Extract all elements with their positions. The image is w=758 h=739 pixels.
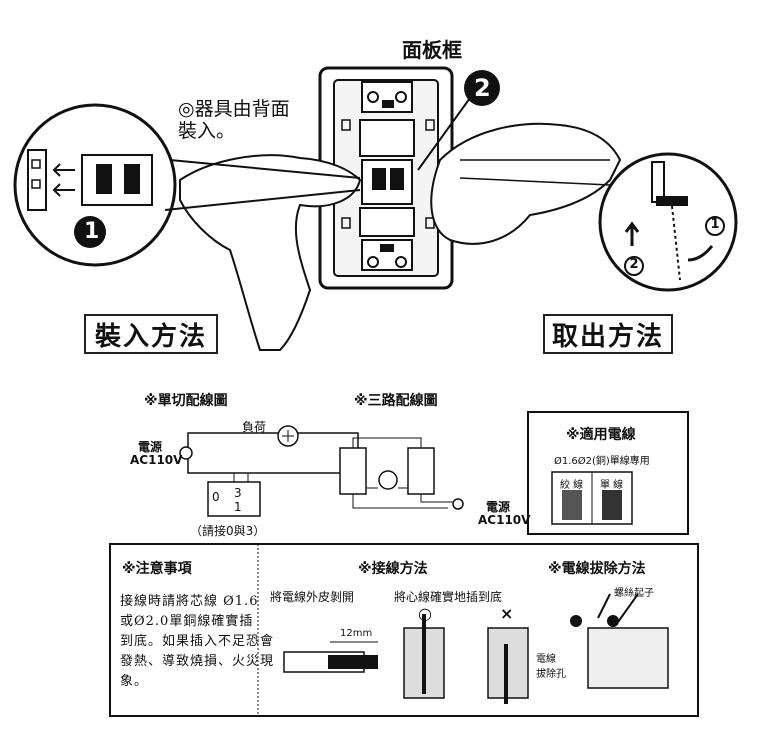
solid-wire-swatch bbox=[602, 490, 622, 520]
right-hand bbox=[430, 122, 622, 245]
wire-spec: Ø1.6Ø2(銅)單線專用 bbox=[554, 456, 650, 467]
terminal-0: 0 bbox=[212, 490, 220, 504]
marker-2: 2 bbox=[474, 74, 491, 102]
notes-body: 接線時請將芯線 Ø1.6 或Ø2.0單銅線確實插 到底。如果插入不足恐會 發熱、… bbox=[120, 594, 275, 689]
three-way-diagram bbox=[339, 437, 464, 510]
ac-voltage: AC110V bbox=[130, 453, 183, 467]
ng-mark: × bbox=[500, 604, 514, 623]
load-label: 負荷 bbox=[242, 420, 267, 434]
screwdriver-label: 螺絲起子 bbox=[614, 588, 654, 599]
stranded-wire-swatch bbox=[562, 490, 582, 520]
inset-marker-2: 2 bbox=[629, 257, 639, 272]
step-1-label: 將電線外皮剝開 bbox=[270, 590, 355, 604]
single-switch-title: ※單切配線圖 bbox=[144, 393, 228, 409]
three-way-ac-voltage: AC110V bbox=[478, 513, 531, 527]
notes-title: ※注意事項 bbox=[122, 561, 192, 577]
top-illustration bbox=[13, 66, 738, 351]
marker-2-badge bbox=[464, 70, 500, 106]
install-method-label: 裝入方法 bbox=[84, 314, 218, 354]
wire-type-stranded: 絞 線 bbox=[560, 480, 584, 491]
panel-frame-label: 面板框 bbox=[402, 38, 462, 62]
stripped-core bbox=[328, 655, 378, 669]
terminal-1: 1 bbox=[234, 500, 242, 514]
three-way-title: ※三路配線圖 bbox=[354, 393, 438, 409]
step-2-label: 將心線確實地插到底 bbox=[394, 590, 503, 604]
remove-inset bbox=[459, 152, 738, 292]
wire-type-solid: 單 線 bbox=[600, 480, 624, 491]
connect-note: （請接0與3） bbox=[190, 524, 266, 538]
removal-hole-label: 電線 拔除孔 bbox=[536, 654, 566, 680]
single-switch-diagram bbox=[179, 425, 359, 517]
notes-box bbox=[109, 543, 699, 717]
rear-install-note: ◎器具由背面 裝入。 bbox=[178, 98, 290, 142]
marker-1: 1 bbox=[84, 219, 100, 244]
strip-length: 12mm bbox=[340, 628, 373, 639]
switch-module bbox=[587, 627, 669, 689]
wiring-guide: ※單切配線圖 負荷 電源 AC110V 0 3 1 （請接0與3） ※三路配線圖… bbox=[108, 378, 700, 718]
screwdriver bbox=[417, 97, 471, 171]
wire-removal-title: ※電線拔除方法 bbox=[548, 561, 646, 577]
ok-mark: ○ bbox=[418, 604, 432, 623]
three-way-power-label: 電源 bbox=[486, 500, 511, 514]
inset-marker-1: 1 bbox=[710, 217, 720, 232]
power-label: 電源 bbox=[138, 440, 163, 454]
wiring-method-title: ※接線方法 bbox=[358, 561, 428, 577]
remove-method-label: 取出方法 bbox=[543, 314, 673, 354]
applicable-wire-box bbox=[527, 411, 689, 535]
install-inset bbox=[13, 103, 361, 267]
applicable-wire-title: ※適用電線 bbox=[566, 427, 636, 443]
terminal-3: 3 bbox=[234, 486, 242, 500]
